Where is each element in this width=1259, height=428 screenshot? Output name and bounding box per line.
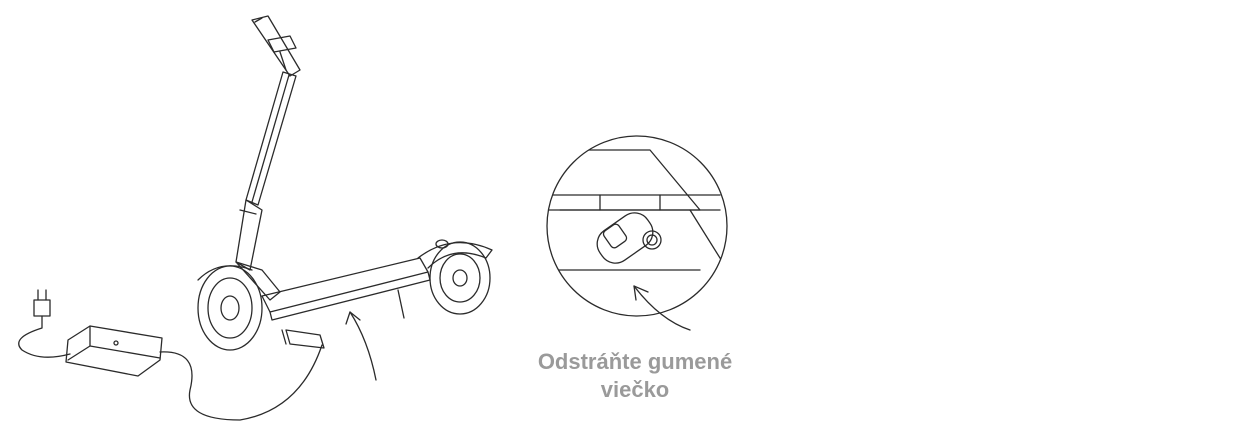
scooter-illustration xyxy=(198,16,492,350)
caption-line-1: Odstráňte gumené xyxy=(510,348,760,376)
charger-illustration xyxy=(19,290,376,420)
detail-circle-remove-cap xyxy=(547,136,740,330)
remove-rubber-cap-caption: Odstráňte gumené viečko xyxy=(510,348,760,404)
caption-line-2: viečko xyxy=(510,376,760,404)
